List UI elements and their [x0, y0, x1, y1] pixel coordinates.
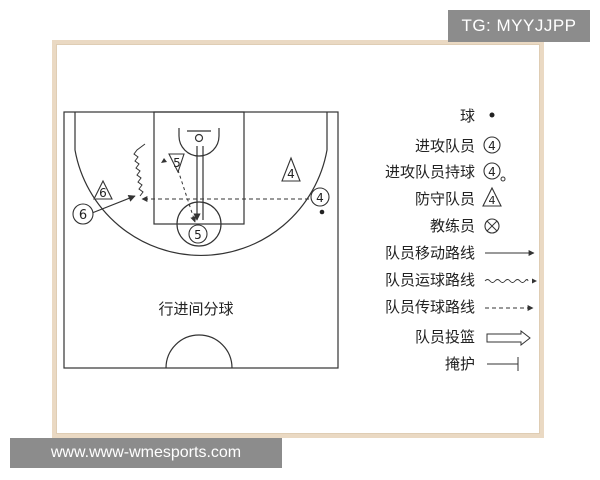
svg-text:4: 4 [489, 194, 496, 207]
legend-shoot-label: 队员投篮 [415, 328, 475, 346]
svg-text:5: 5 [194, 228, 202, 242]
tg-badge: TG: MYYJJPP [448, 10, 590, 42]
svg-text:4: 4 [488, 139, 496, 153]
rim [194, 133, 204, 143]
legend-dribble-label: 队员运球路线 [385, 271, 475, 289]
legend-dribble-line [484, 279, 529, 283]
svg-text:4: 4 [488, 165, 496, 179]
legend-move-label: 队员移动路线 [385, 244, 475, 262]
legend-pass-label: 队员传球路线 [385, 298, 475, 316]
half-court [63, 111, 339, 369]
player-6-offense: 6 [72, 203, 94, 225]
svg-text:6: 6 [99, 186, 107, 200]
player-5-bottom: 5 [188, 224, 208, 244]
dribble-path [133, 143, 146, 197]
player-4-offense: 4 [310, 187, 330, 215]
play-lines [91, 143, 316, 223]
ball-icon [319, 209, 325, 215]
url-badge: www.www-wmesports.com [10, 438, 282, 468]
legend-coach-label: 教练员 [430, 217, 475, 235]
move-path-6 [91, 195, 136, 214]
players: 5 5 4 4 6 6 [72, 153, 330, 244]
player-5-top: 5 [168, 153, 185, 174]
player-6-defense: 6 [93, 179, 113, 200]
svg-text:4: 4 [316, 191, 324, 205]
legend-ball-icon [489, 112, 495, 118]
restricted-arc [178, 135, 220, 157]
legend-offense-label: 进攻队员 [415, 137, 475, 155]
legend-screen-icon [487, 357, 519, 371]
legend-screen-label: 掩护 [445, 355, 475, 373]
free-throw-lane [153, 111, 245, 225]
legend-offense-ball-label: 进攻队员持球 [385, 163, 475, 181]
legend-shoot-icon [486, 329, 531, 347]
legend: 球 进攻队员 4 进攻队员持球 4 防守队员 4 教练员 队员移动路线 队员运球… [385, 107, 537, 373]
legend-ball-label: 球 [460, 107, 475, 125]
court-caption: 行进间分球 [158, 300, 233, 318]
svg-text:6: 6 [79, 208, 87, 223]
legend-defense-label: 防守队员 [415, 190, 475, 208]
player-4-defense: 4 [281, 156, 301, 182]
svg-text:5: 5 [173, 156, 181, 170]
legend-coach-icon [484, 218, 500, 234]
legend-offense-icon [483, 136, 501, 154]
pass-path-1 [177, 169, 197, 223]
free-throw-circle [176, 201, 222, 247]
legend-defense-icon [482, 186, 502, 207]
legend-offense-ball-icon [483, 162, 501, 180]
diagram-frame [52, 40, 544, 438]
three-point-line [74, 112, 328, 257]
svg-text:4: 4 [287, 167, 295, 181]
center-circle [165, 334, 233, 369]
